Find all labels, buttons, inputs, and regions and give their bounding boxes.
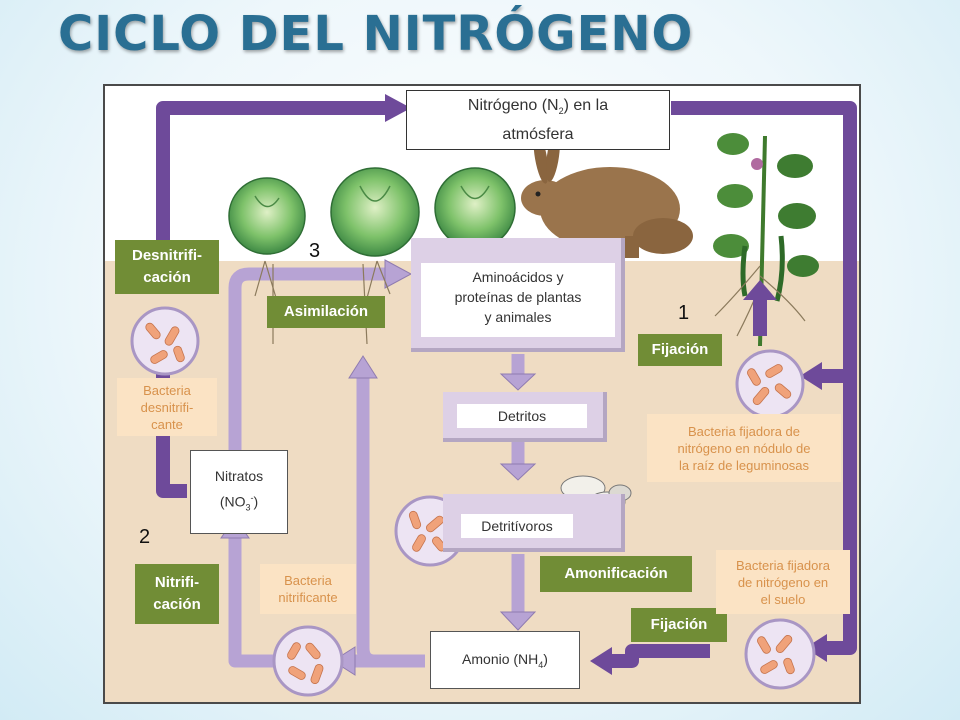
nitratos-subscript: 3	[245, 502, 251, 513]
amonio-label: Amonio (NH	[462, 650, 539, 667]
atmosphere-label-end: ) en la	[563, 96, 609, 114]
amino-line2: proteínas de plantas	[454, 289, 582, 305]
ammonification-tag: Amonificación	[540, 556, 692, 592]
nitratos-box: Nitratos (NO3-)	[190, 450, 288, 534]
note-line: la raíz de leguminosas	[678, 457, 810, 473]
fixation-tag-top: Fijación	[638, 334, 722, 366]
denitrification-tag: Desnitrifi- cación	[115, 240, 219, 294]
detritos-label: Detritos	[457, 404, 587, 428]
amino-line1: Aminoácidos y	[472, 269, 564, 285]
atmosphere-label-line2: atmósfera	[502, 126, 574, 144]
step-number-2: 2	[139, 526, 151, 548]
nitrifying-bacteria-note: Bacteria nitrificante	[260, 564, 356, 614]
note-line: el suelo	[760, 591, 806, 607]
nitratos-superscript: -	[250, 493, 254, 504]
note-line: Bacteria fijadora	[736, 557, 830, 573]
nitratos-label: Nitratos	[214, 468, 264, 485]
soil-fixing-bacteria-note: Bacteria fijadora de nitrógeno en el sue…	[716, 550, 850, 614]
nitratos-formula: (NO	[219, 493, 246, 510]
note-line: nitrificante	[278, 590, 338, 605]
note-line: nitrógeno en nódulo de	[677, 440, 811, 456]
diagram-panel: Nitrógeno (N2) en la atmósfera Aminoácid…	[103, 84, 861, 704]
note-line: Bacteria	[143, 382, 191, 398]
nitrification-line1: Nitrifi-	[154, 574, 200, 591]
denitrification-line1: Desnitrifi-	[131, 247, 202, 264]
detritivoros-label: Detritívoros	[461, 514, 573, 538]
bacteria-nitrifying	[272, 625, 344, 697]
note-line: cante	[151, 416, 183, 432]
step-number-1: 1	[678, 302, 690, 324]
bacteria-soil-fixing	[744, 618, 816, 690]
amonio-box: Amonio (NH4)	[430, 631, 580, 689]
bacteria-denitrifying	[130, 306, 200, 376]
nodule-bacteria-note: Bacteria fijadora de nitrógeno en nódulo…	[647, 414, 841, 482]
nitratos-formula-end: )	[253, 493, 259, 510]
arrowheads-dark	[385, 94, 827, 675]
bacteria-nodule	[735, 349, 805, 419]
denitrification-line2: cación	[143, 269, 191, 286]
amonio-label-end: )	[543, 650, 548, 667]
assimilation-tag: Asimilación	[267, 296, 385, 328]
note-line: Bacteria	[284, 573, 332, 588]
atmosphere-subscript: 2	[558, 106, 564, 117]
note-line: desnitrifi-	[140, 399, 194, 415]
note-line: Bacteria fijadora de	[687, 423, 800, 439]
cabbage-plants	[228, 167, 516, 345]
fixation-tag-bottom: Fijación	[631, 608, 727, 642]
atmosphere-box: Nitrógeno (N2) en la atmósfera	[406, 90, 670, 150]
atmosphere-label: Nitrógeno (N	[467, 96, 559, 114]
page-title: CICLO DEL NITRÓGENO	[58, 6, 694, 62]
step-number-3: 3	[309, 240, 321, 262]
nitrification-tag: Nitrifi- cación	[135, 564, 219, 624]
amonio-subscript: 4	[538, 659, 544, 670]
inner-cycle-arrows	[228, 267, 525, 668]
amino-label: Aminoácidos y proteínas de plantas y ani…	[421, 263, 615, 337]
amino-line3: y animales	[484, 309, 552, 325]
nodule-arrow	[743, 280, 777, 336]
nitrification-line2: cación	[153, 596, 201, 613]
note-line: de nitrógeno en	[737, 574, 829, 590]
denitrifying-bacteria-note: Bacteria desnitrifi- cante	[117, 378, 217, 436]
rabbit	[521, 130, 693, 258]
